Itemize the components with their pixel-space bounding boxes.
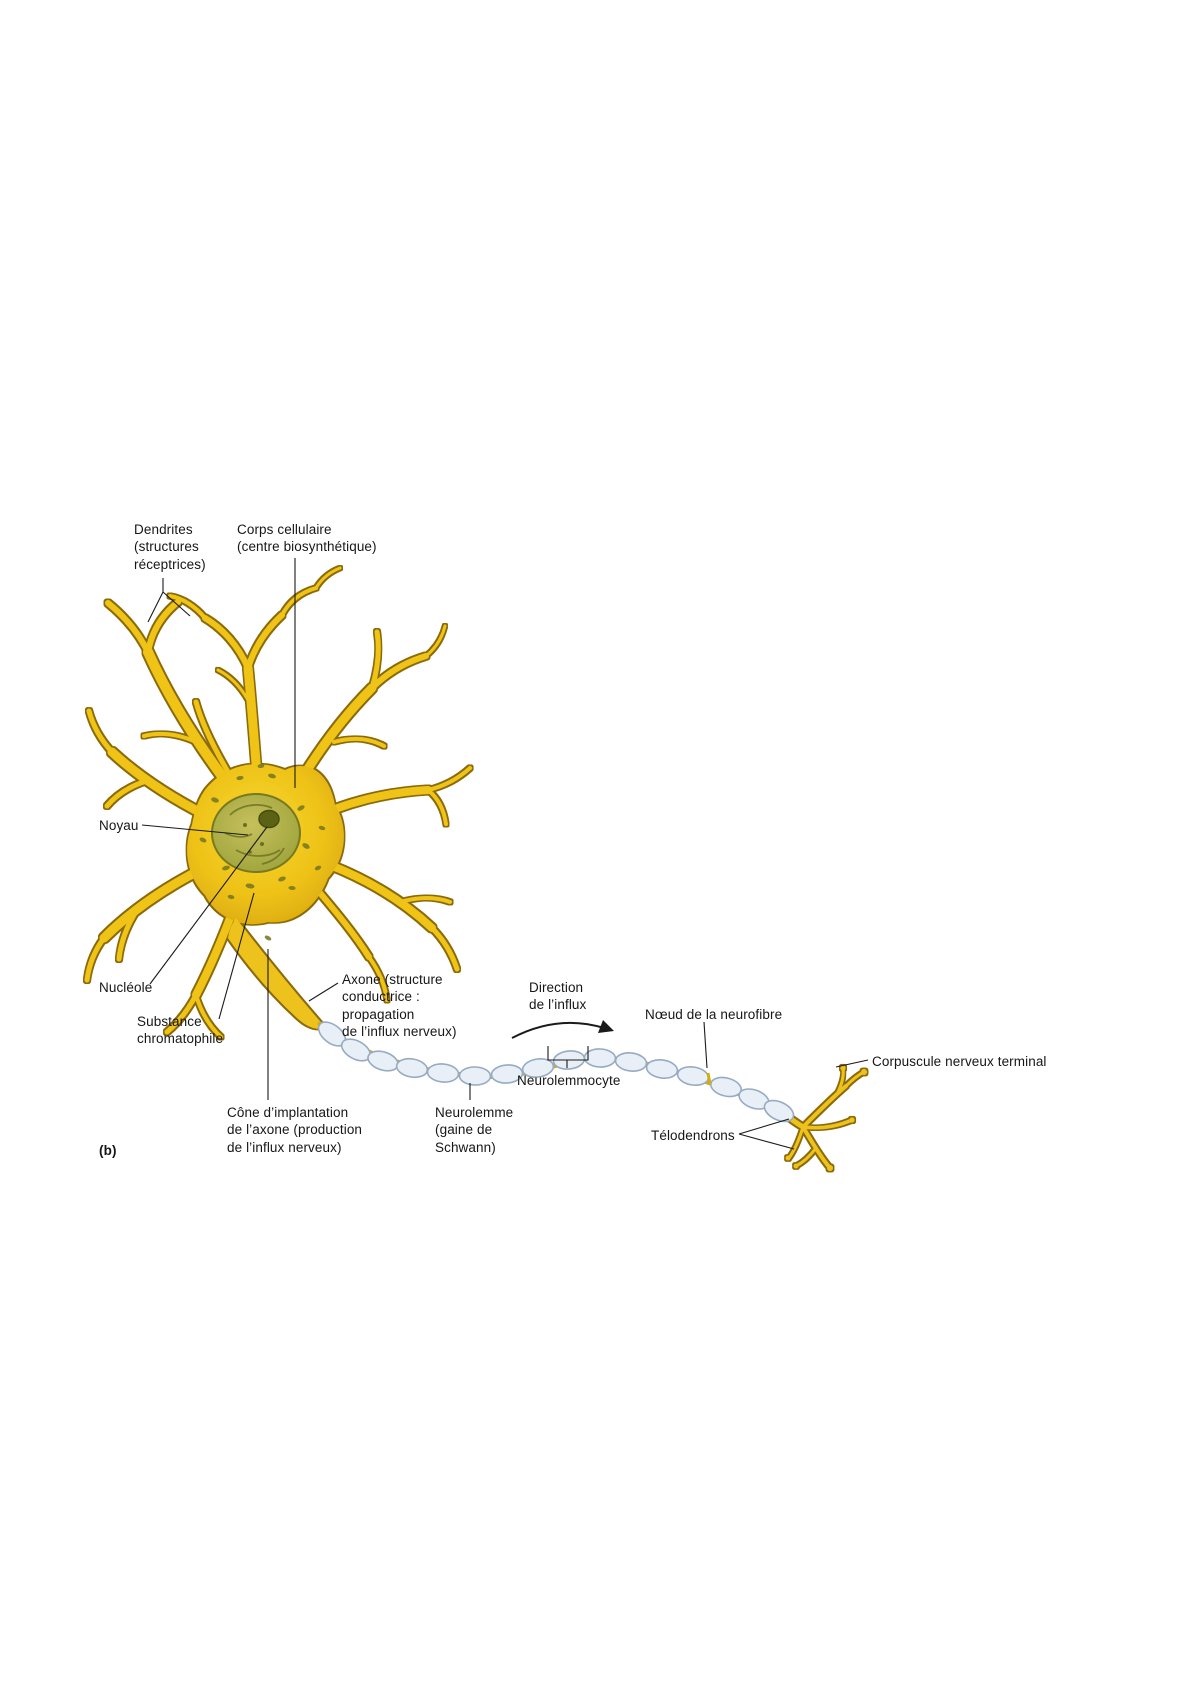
label-noeud-neurofibre: Nœud de la neurofibre — [645, 1007, 783, 1022]
label-neurolemmocyte: Neurolemmocyte — [517, 1073, 621, 1088]
node-of-ranvier-mark — [706, 1072, 712, 1085]
myelin-segment — [645, 1059, 679, 1079]
dendrite-branch — [107, 747, 210, 820]
dendrite-branch — [164, 992, 199, 1035]
label-nucleole: Nucléole — [99, 980, 153, 995]
label-corps-cellulaire: Corps cellulaire (centre biosynthétique) — [237, 522, 377, 555]
myelin-segment — [458, 1066, 492, 1086]
myelin-segment — [395, 1057, 429, 1079]
myelin-segment — [583, 1048, 617, 1068]
axon-art — [317, 1021, 795, 1123]
dendrite-branch — [429, 925, 460, 972]
dendrite-branch — [332, 736, 386, 748]
label-neurolemme: Neurolemme (gaine de Schwann) — [435, 1105, 514, 1155]
neuron-yellow-art — [84, 566, 867, 1171]
leader-noyau — [141, 824, 249, 836]
label-dendrites: Dendrites (structures réceptrices) — [134, 522, 206, 572]
dendrite-branch — [84, 935, 107, 983]
telodendria-art — [779, 1066, 866, 1170]
myelin-sheath — [317, 1021, 795, 1123]
myelin-segment — [426, 1063, 460, 1083]
dendrite-branch — [116, 901, 144, 962]
label-axone: Axone (structure conductrice : propagati… — [342, 972, 457, 1039]
leader-corpuscule — [835, 1059, 869, 1068]
telodendron-branch — [787, 1125, 805, 1160]
telodendron-branch — [801, 1084, 848, 1129]
label-substance-chromatophile: Substance chromatophile — [137, 1014, 224, 1047]
telodendron-branch — [844, 1070, 866, 1088]
telodendron-tip — [861, 1069, 867, 1075]
dendrite-branch — [145, 599, 181, 655]
dendrite-branch — [168, 594, 207, 620]
telodendron-tip — [785, 1155, 791, 1161]
dendrite-branch — [193, 699, 231, 775]
axon-hillock-shape — [228, 918, 326, 1029]
telodendron-tip — [793, 1163, 799, 1169]
direction-arrow — [511, 1020, 614, 1039]
dendrite-branch — [194, 993, 223, 1039]
myelin-segment — [676, 1065, 710, 1087]
dendrite-branch — [202, 615, 251, 671]
dendrite-branch — [369, 629, 381, 691]
telodendria-tips — [785, 1065, 867, 1171]
nucleus-art — [211, 793, 301, 873]
leader-neurolemmocyte-bracket — [547, 1046, 589, 1068]
label-cone-implantation: Cône d’implantation de l’axone (producti… — [227, 1105, 363, 1155]
nucleolus-shape — [258, 809, 280, 829]
label-telodendrons: Télodendrons — [651, 1128, 735, 1143]
label-direction-influx: Direction de l’influx — [529, 980, 587, 1013]
leader-axone — [308, 982, 339, 1002]
telodendron-tip — [840, 1065, 846, 1071]
myelin-segment — [614, 1052, 648, 1072]
dendrite-branch — [426, 788, 448, 826]
dendrite-branch — [367, 955, 389, 1002]
arrowhead — [598, 1020, 614, 1033]
dendrite-branch — [86, 708, 115, 755]
nucleus-shape — [211, 793, 301, 873]
panel-letter: (b) — [99, 1143, 117, 1158]
dendrite-branch — [99, 865, 205, 943]
dendrite-branch — [314, 566, 342, 590]
leader-telodendrons — [738, 1118, 795, 1150]
telodendron-branch — [794, 1146, 818, 1168]
myelin-segment — [763, 1099, 795, 1123]
dendrite-branch — [104, 778, 149, 809]
dendrite-branch — [280, 586, 318, 617]
dendrite-branch — [142, 732, 198, 744]
label-corpuscule-terminal: Corpuscule nerveux terminal — [872, 1054, 1047, 1069]
dendrite-branch — [245, 612, 285, 671]
dendrite-branch — [326, 861, 436, 932]
leader-noeud-neurofibre — [703, 1021, 708, 1069]
telodendron-tip — [827, 1165, 833, 1171]
dendrite-branch — [369, 653, 429, 691]
label-noyau: Noyau — [99, 818, 139, 833]
leader-nucleole — [149, 826, 268, 985]
leader-substance-chromatophile — [218, 892, 255, 1020]
dendrite-branch — [216, 668, 250, 702]
dendrite-branch — [105, 600, 151, 655]
nissl-bodies — [199, 763, 326, 941]
telodendron-tip — [849, 1117, 855, 1123]
myelin-segment — [490, 1064, 524, 1084]
leader-dendrites — [147, 578, 191, 623]
leader-lines — [141, 558, 869, 1150]
dendrite-branch — [402, 896, 452, 904]
myelin-segment — [521, 1057, 555, 1079]
chromatin-streaks — [224, 804, 285, 865]
dendrite-branch — [426, 766, 472, 792]
telodendron-branch — [801, 1118, 854, 1130]
dendrite-branch — [424, 624, 447, 658]
